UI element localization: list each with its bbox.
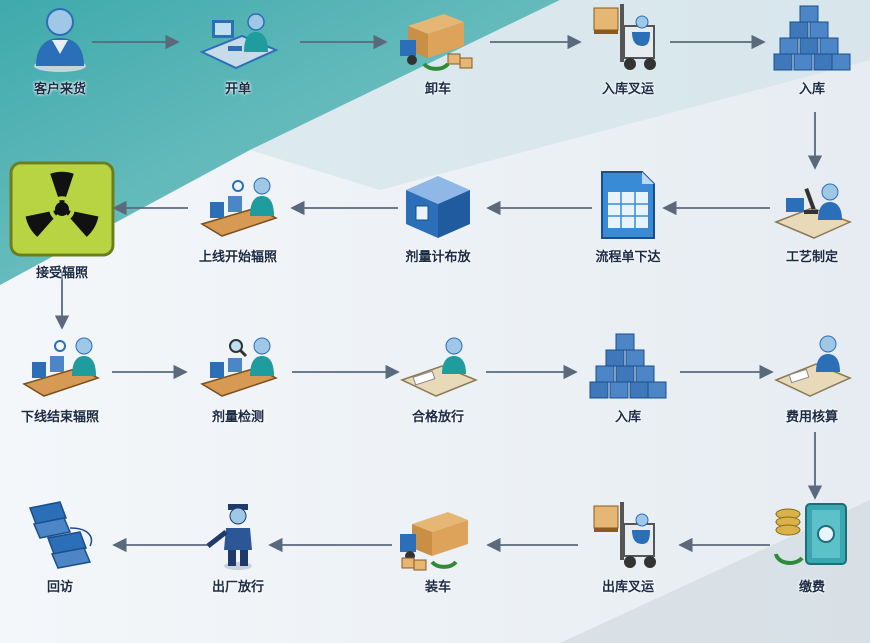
node-visit: 回访 — [0, 498, 120, 608]
person-icon — [20, 0, 100, 74]
node-forklift-out: 出库叉运 — [568, 498, 688, 608]
node-label: 卸车 — [424, 82, 451, 97]
node-customer: 客户来货 — [0, 0, 120, 110]
node-label: 流程单下达 — [595, 250, 661, 265]
node-label: 出厂放行 — [211, 580, 264, 595]
box-lock-icon — [398, 168, 478, 242]
node-label: 入库 — [614, 410, 641, 425]
forklift-icon — [588, 498, 668, 572]
desk-clerk-icon — [198, 0, 278, 74]
node-label: 合格放行 — [411, 410, 464, 425]
boxes-stack-icon — [772, 0, 852, 74]
accountant-desk-icon — [772, 328, 852, 402]
node-label: 开单 — [224, 82, 251, 97]
microscope-desk-icon — [772, 168, 852, 242]
node-load: 装车 — [378, 498, 498, 608]
node-label: 上线开始辐照 — [198, 250, 277, 265]
node-storage-1: 入库 — [752, 0, 870, 110]
node-exit: 出厂放行 — [178, 498, 298, 608]
node-storage-2: 入库 — [568, 328, 688, 438]
truck-unload-icon — [398, 0, 478, 74]
node-label: 剂量计布放 — [405, 250, 471, 265]
node-label: 装车 — [424, 580, 451, 595]
conveyor-worker-icon — [198, 168, 278, 242]
node-irradiation: 接受辐照 — [2, 160, 122, 281]
conveyor-inspect-icon — [198, 328, 278, 402]
node-payment: 缴费 — [752, 498, 870, 608]
node-label: 缴费 — [798, 580, 825, 595]
node-label: 工艺制定 — [785, 250, 838, 265]
node-release: 合格放行 — [378, 328, 498, 438]
guard-icon — [198, 498, 278, 572]
node-label: 费用核算 — [785, 410, 838, 425]
truck-load-icon — [398, 498, 478, 572]
safe-coins-icon — [772, 498, 852, 572]
forklift-icon — [588, 0, 668, 74]
conveyor-worker-icon — [20, 328, 100, 402]
node-flow-sheet: 流程单下达 — [568, 168, 688, 278]
node-start-irr: 上线开始辐照 — [178, 168, 298, 278]
node-label: 下线结束辐照 — [20, 410, 99, 425]
node-dose-meter: 剂量计布放 — [378, 168, 498, 278]
radiation-icon — [7, 160, 117, 258]
node-unload: 卸车 — [378, 0, 498, 110]
node-end-irr: 下线结束辐照 — [0, 328, 120, 438]
node-open-order: 开单 — [178, 0, 298, 110]
node-label: 出库叉运 — [601, 580, 654, 595]
node-dose-test: 剂量检测 — [178, 328, 298, 438]
node-process-design: 工艺制定 — [752, 168, 870, 278]
node-label: 接受辐照 — [35, 266, 88, 281]
document-sheet-icon — [588, 168, 668, 242]
boxes-stack-icon — [588, 328, 668, 402]
node-label: 入库叉运 — [601, 82, 654, 97]
node-label: 客户来货 — [33, 82, 86, 97]
node-label: 回访 — [46, 580, 73, 595]
inspector-desk-icon — [398, 328, 478, 402]
node-label: 剂量检测 — [211, 410, 264, 425]
telephone-icon — [20, 498, 100, 572]
node-forklift-in: 入库叉运 — [568, 0, 688, 110]
node-cost: 费用核算 — [752, 328, 870, 438]
node-label: 入库 — [798, 82, 825, 97]
